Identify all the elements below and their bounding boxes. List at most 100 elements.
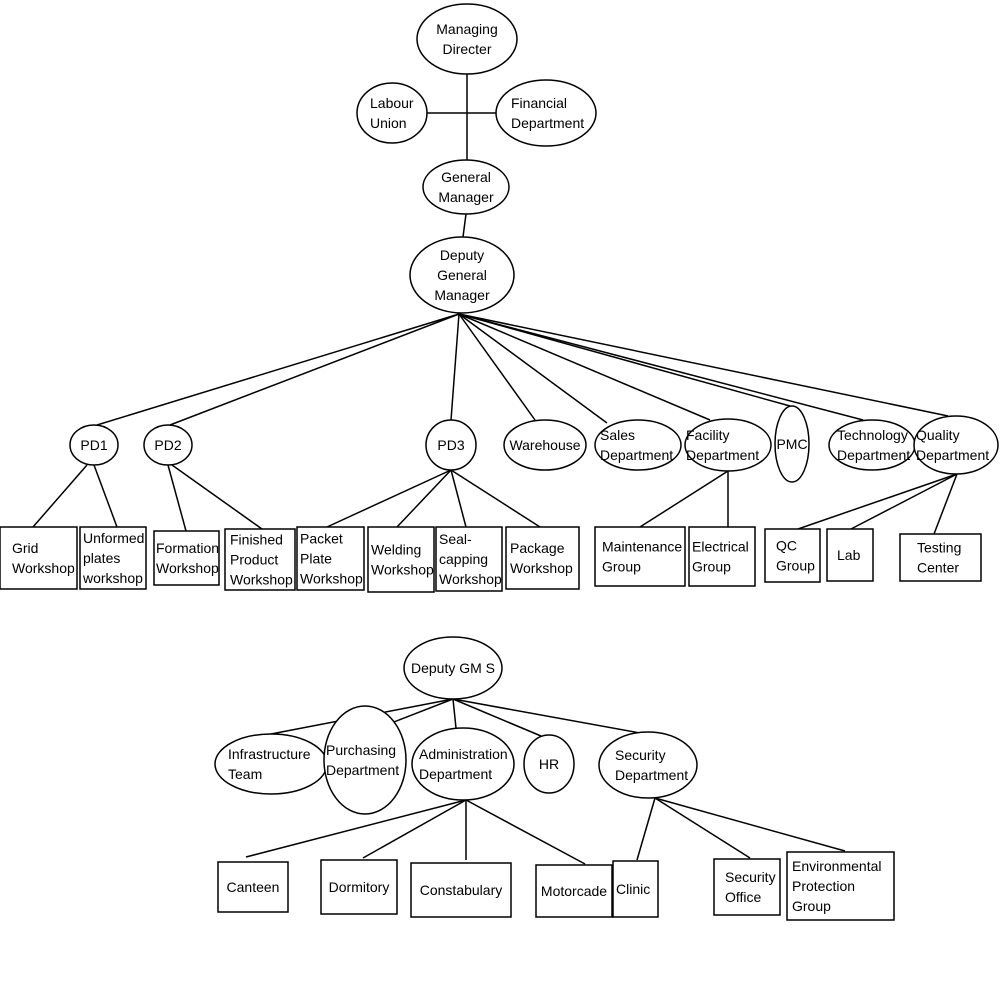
node-label-environmental-protection-group: Group — [792, 898, 831, 914]
node-label-pd1: PD1 — [80, 437, 107, 453]
node-box-electrical-group — [688, 526, 756, 587]
node-label-security-office: Security — [725, 869, 776, 885]
connector-facility-department-to-maintenance-group — [639, 470, 729, 528]
node-label-formation-workshop: Formation — [156, 540, 219, 556]
node-label-lab: Lab — [837, 547, 861, 563]
node-pd2: PD2 — [143, 424, 193, 466]
node-box-maintenance-group — [594, 526, 686, 587]
node-ellipse-sales-department — [594, 419, 682, 471]
node-label-quality-department: Department — [916, 447, 989, 463]
node-label-finished-product-workshop: Finished — [230, 532, 283, 548]
node-ellipse-infrastructure-team — [214, 733, 328, 795]
node-ellipse-general-manager — [422, 159, 510, 215]
node-label-managing-director: Managing — [436, 21, 498, 37]
node-label-package-workshop: Workshop — [510, 560, 573, 576]
connector-administration-department-to-canteen — [245, 799, 467, 858]
node-lab: Lab — [826, 528, 874, 582]
connector-security-department-to-security-office — [654, 797, 751, 859]
node-label-motorcade: Motorcade — [541, 883, 607, 899]
node-label-dormitory: Dormitory — [329, 879, 390, 895]
node-box-welding-workshop — [367, 526, 435, 593]
connector-deputy-general-manager-to-facility-department — [458, 313, 711, 421]
node-label-environmental-protection-group: Environmental — [792, 858, 882, 874]
node-label-technology-department: Department — [837, 447, 910, 463]
node-label-hr: HR — [539, 756, 559, 772]
node-ellipse-pd1 — [69, 424, 119, 466]
node-hr: HR — [523, 734, 575, 794]
node-motorcade: Motorcade — [535, 864, 613, 918]
node-label-deputy-general-manager: Deputy — [440, 247, 484, 263]
connector-security-department-to-environmental-protection-group — [654, 797, 846, 852]
node-label-testing-center: Center — [917, 560, 959, 576]
node-ellipse-deputy-general-manager — [409, 236, 515, 314]
node-label-facility-department: Facility — [686, 427, 730, 443]
node-canteen: Canteen — [217, 861, 289, 913]
node-ellipse-administration-department — [411, 727, 515, 801]
node-box-grid-workshop — [0, 526, 78, 590]
node-label-electrical-group: Electrical — [692, 539, 749, 555]
node-label-grid-workshop: Grid — [12, 540, 38, 556]
connector-general-manager-to-deputy-general-manager — [462, 213, 467, 238]
connector-deputy-gm-s-to-hr — [452, 698, 542, 737]
connector-pd3-to-package-workshop — [450, 469, 541, 528]
node-box-seal-capping-workshop — [435, 526, 503, 592]
node-label-facility-department: Department — [686, 447, 759, 463]
node-label-administration-department: Department — [419, 766, 492, 782]
node-label-sales-department: Department — [600, 447, 673, 463]
connector-pd3-to-seal-capping-workshop — [450, 469, 467, 528]
connector-lines — [32, 74, 958, 865]
node-label-pd2: PD2 — [154, 437, 181, 453]
node-box-constabulary — [410, 862, 512, 918]
connector-pd2-to-formation-workshop — [167, 464, 187, 532]
connector-deputy-general-manager-to-warehouse — [458, 313, 536, 421]
node-label-packet-plate-workshop: Plate — [300, 551, 332, 567]
node-pd3: PD3 — [425, 419, 477, 471]
connector-pd3-to-packet-plate-workshop — [326, 469, 452, 528]
node-ellipse-financial-department — [495, 79, 597, 147]
node-label-administration-department: Administration — [419, 746, 508, 762]
node-label-unformed-plates-workshop: Unformed — [83, 530, 144, 546]
node-label-financial-department: Financial — [511, 95, 567, 111]
node-label-financial-department: Department — [511, 115, 584, 131]
node-dormitory: Dormitory — [320, 859, 398, 915]
node-box-lab — [826, 528, 874, 582]
node-box-unformed-plates-workshop — [79, 526, 147, 590]
node-box-formation-workshop — [153, 530, 220, 586]
connector-quality-department-to-testing-center — [933, 473, 958, 535]
node-label-clinic: Clinic — [616, 881, 650, 897]
node-label-unformed-plates-workshop: plates — [83, 550, 120, 566]
node-label-canteen: Canteen — [227, 879, 280, 895]
node-label-environmental-protection-group: Protection — [792, 878, 855, 894]
node-label-pmc: PMC — [776, 436, 807, 452]
node-ellipse-warehouse — [503, 419, 587, 471]
node-label-formation-workshop: Workshop — [156, 560, 219, 576]
node-ellipse-pd3 — [425, 419, 477, 471]
node-label-grid-workshop: Workshop — [12, 560, 75, 576]
node-label-pd3: PD3 — [437, 437, 464, 453]
node-label-welding-workshop: Welding — [371, 542, 421, 558]
node-label-labour-union: Labour — [370, 95, 414, 111]
node-box-clinic — [612, 860, 659, 918]
node-label-packet-plate-workshop: Packet — [300, 531, 343, 547]
node-label-finished-product-workshop: Product — [230, 552, 278, 568]
connector-pd2-to-finished-product-workshop — [171, 464, 263, 530]
